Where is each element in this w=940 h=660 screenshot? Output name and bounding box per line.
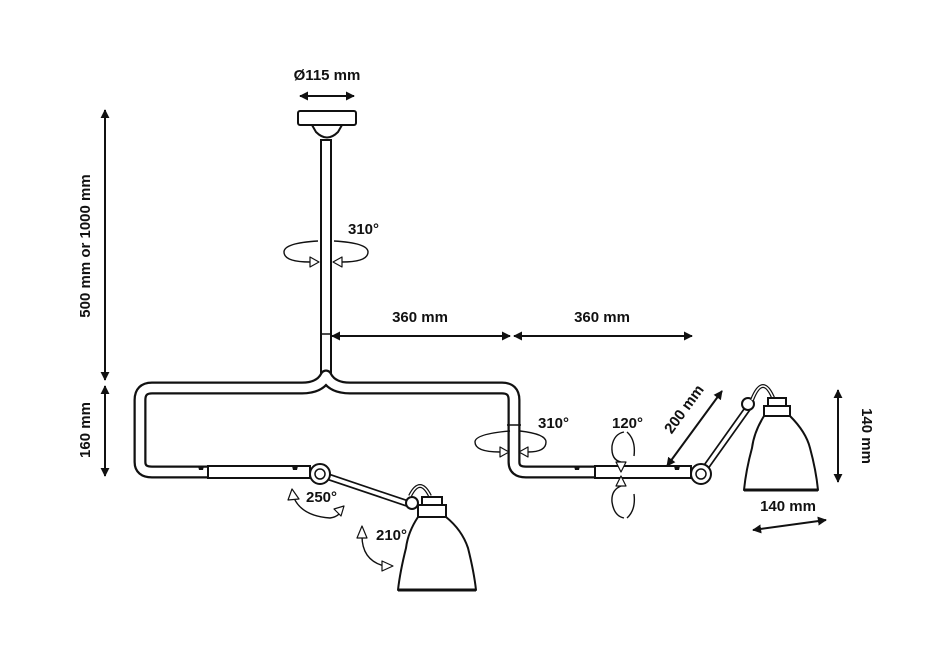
stem-rotation-icon [283,240,369,268]
right-shade [743,397,819,492]
right-rotation-icon [474,430,547,458]
bracket-pipe [133,369,607,479]
arm-right-label: 360 mm [574,309,630,326]
shade-width-arrow [752,516,827,534]
canopy-diameter-label: Ø115 mm [294,67,361,84]
right-arm-rotation-label: 310° [538,415,569,432]
left-arm [198,463,432,510]
stem-length-label: 500 mm or 1000 mm [77,174,94,317]
tilt-rotation-icon [611,431,636,519]
arm-left-label: 360 mm [392,309,448,326]
stem-rotation-label: 310° [348,221,379,238]
bracket-height-label: 160 mm [77,402,94,458]
left-shade-rotation-icon [356,525,394,572]
shade-height-label: 140 mm [858,408,875,464]
arm-segment-label: 200 mm [661,382,708,437]
ceiling-canopy [297,110,357,139]
left-shade-rotation-label: 210° [376,527,407,544]
shade-width-label: 140 mm [760,498,816,515]
right-tilt-rotation-label: 120° [612,415,643,432]
arm-segment-arrow [666,390,723,467]
left-shade [397,496,477,592]
stem [320,139,332,377]
left-joint-rotation-icon [287,488,345,519]
left-joint-rotation-label: 250° [306,489,337,506]
